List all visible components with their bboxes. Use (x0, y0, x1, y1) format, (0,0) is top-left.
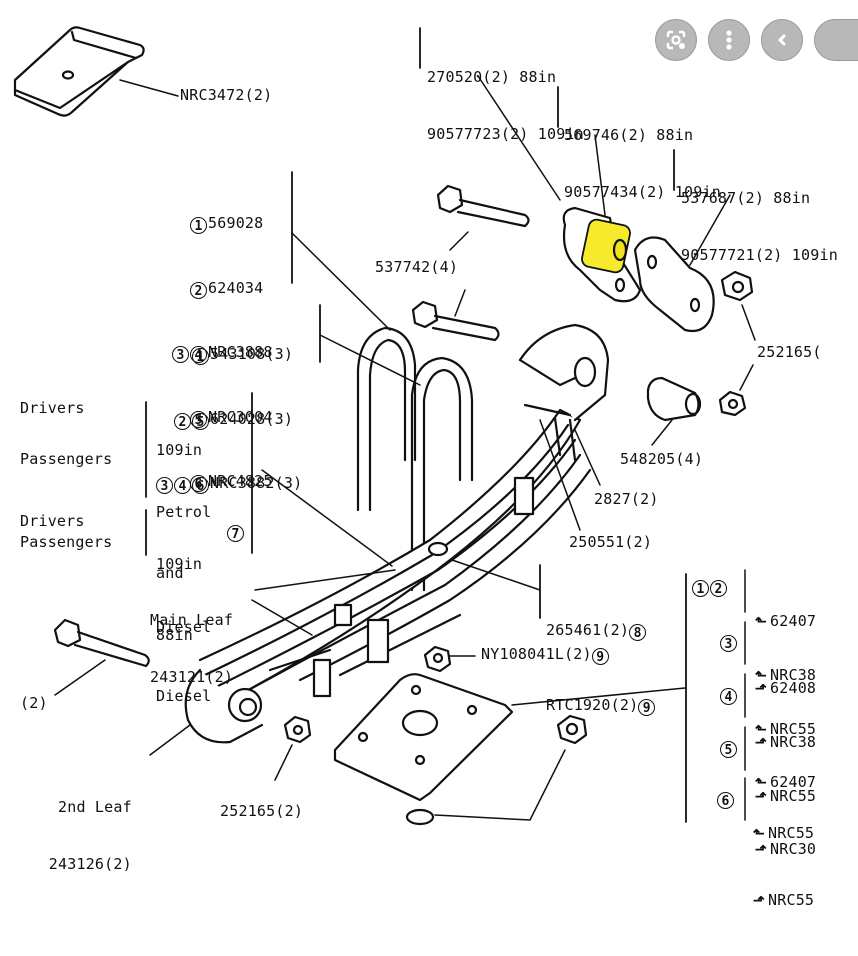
second-leaf-name: 2nd Leaf (58, 798, 132, 816)
label-548205: 548205(4) (620, 450, 704, 468)
next-button[interactable] (814, 19, 858, 61)
chevron-left-icon (777, 34, 786, 46)
bolt-upper (436, 184, 530, 228)
label-bolt-left: (2) (20, 694, 48, 712)
variant1-line: Diesel (156, 687, 212, 705)
main-leaf-part: 243121(2) (150, 668, 234, 686)
leaf-spring-exploded-diagram (13, 26, 756, 826)
arrow-right-icon: ⬏ (755, 789, 767, 805)
shackle-plate-109: 90577721(2) 109in (681, 246, 838, 264)
spring-table-circles: 6 (717, 789, 735, 809)
label-shackle-pin: 270520(2) 88in 90577723(2) 109in (427, 30, 584, 163)
variant1-line: 88in (156, 625, 193, 644)
arrow-left-icon: ⬑ (755, 668, 767, 684)
variant2-line: Diesel (156, 618, 212, 636)
arrow-right-icon: ⬏ (755, 842, 767, 858)
label-passengers: Passengers (20, 450, 113, 468)
variant1-line: Petrol (156, 502, 212, 521)
label-main-leaf: Main Leaf 243121(2) (150, 573, 233, 706)
arrow-left-icon: ⬑ (755, 722, 767, 738)
plate-nrc3472 (13, 26, 179, 117)
centre-bolt-row: RTC1920(2)9 (546, 693, 656, 718)
variant1-line: and (156, 564, 184, 582)
bush-109: 90577434(2) 109in (564, 183, 721, 201)
label-252165-bottom: 252165(2) (220, 802, 304, 820)
variant2-line: 109in (156, 555, 203, 573)
lens-button[interactable] (655, 19, 697, 61)
bush-548205 (646, 376, 702, 422)
spring-table-row: ⬑NRC38 ⬏NRC38 (752, 620, 816, 798)
arrow-left-icon: ⬑ (755, 614, 767, 630)
spring-table-row: ⬑NRC55 ⬏NRC55 (752, 674, 816, 852)
shackle-pin-109: 90577723(2) 109in (427, 125, 584, 143)
label-second-leaf: 2nd Leaf 243126(2) (48, 760, 132, 893)
variant1: 109in Petrol and 88in Diesel (156, 399, 211, 727)
shackle-plate-88: 537687(2) 88in (681, 189, 811, 207)
label-drivers: Drivers (20, 399, 85, 417)
label-537742: 537742(4) (375, 258, 459, 276)
label-passengers-2: Passengers (20, 533, 113, 551)
label-nyloc: NY108041L(2)9 (481, 645, 610, 665)
spring-plate (333, 673, 514, 802)
label-nrc3472: NRC3472(2) (180, 86, 273, 104)
centre-bolt-row: 265461(2)8 (546, 618, 656, 643)
arrow-right-icon: ⬏ (755, 681, 767, 697)
main-leaf-name: Main Leaf (150, 611, 234, 629)
bolt-left (53, 618, 150, 668)
centre-bolt-group: 265461(2)8 RTC1920(2)9 (546, 568, 656, 743)
label-250551: 250551(2) (569, 533, 653, 551)
spring-table-row: ⬑NRC55 ⬏NRC55 (750, 778, 814, 956)
arrow-right-icon: ⬏ (753, 893, 765, 909)
label-bush: 569746(2) 88in 90577434(2) 109in (564, 88, 721, 221)
arrow-left-icon: ⬑ (755, 775, 767, 791)
back-button[interactable] (761, 19, 803, 61)
label-shackle-plate: 537687(2) 88in 90577721(2) 109in (681, 151, 838, 284)
shackle-pin-88: 270520(2) 88in (427, 68, 557, 86)
spring-table-row: ⬑62407 ⬏NRC30 (752, 727, 816, 905)
bolt-lower (411, 300, 500, 342)
more-vertical-icon (726, 30, 732, 50)
variant1-line: 109in (156, 441, 203, 459)
arrow-left-icon: ⬑ (753, 826, 765, 842)
second-leaf-part: 243126(2) (48, 855, 132, 873)
bush-88: 569746(2) 88in (564, 126, 694, 144)
spring-table-circles: 4 (720, 685, 738, 705)
lens-icon (666, 30, 686, 50)
spring-table-circles: 5 (720, 738, 738, 758)
arrow-right-icon: ⬏ (755, 735, 767, 751)
label-252165-right: 252165( (757, 343, 822, 361)
more-options-button[interactable] (708, 19, 750, 61)
spring-table-circles: 3 (720, 632, 738, 652)
variant2-circle: 7 (227, 522, 245, 542)
leaf-spring (184, 323, 610, 744)
label-2827: 2827(2) (594, 490, 659, 508)
spring-table-row: ⬑62407 ⬏62408 (752, 566, 816, 744)
label-drivers-2: Drivers (20, 512, 85, 530)
variant2: 109in Diesel (156, 512, 211, 659)
shackle-assembly (562, 206, 754, 333)
